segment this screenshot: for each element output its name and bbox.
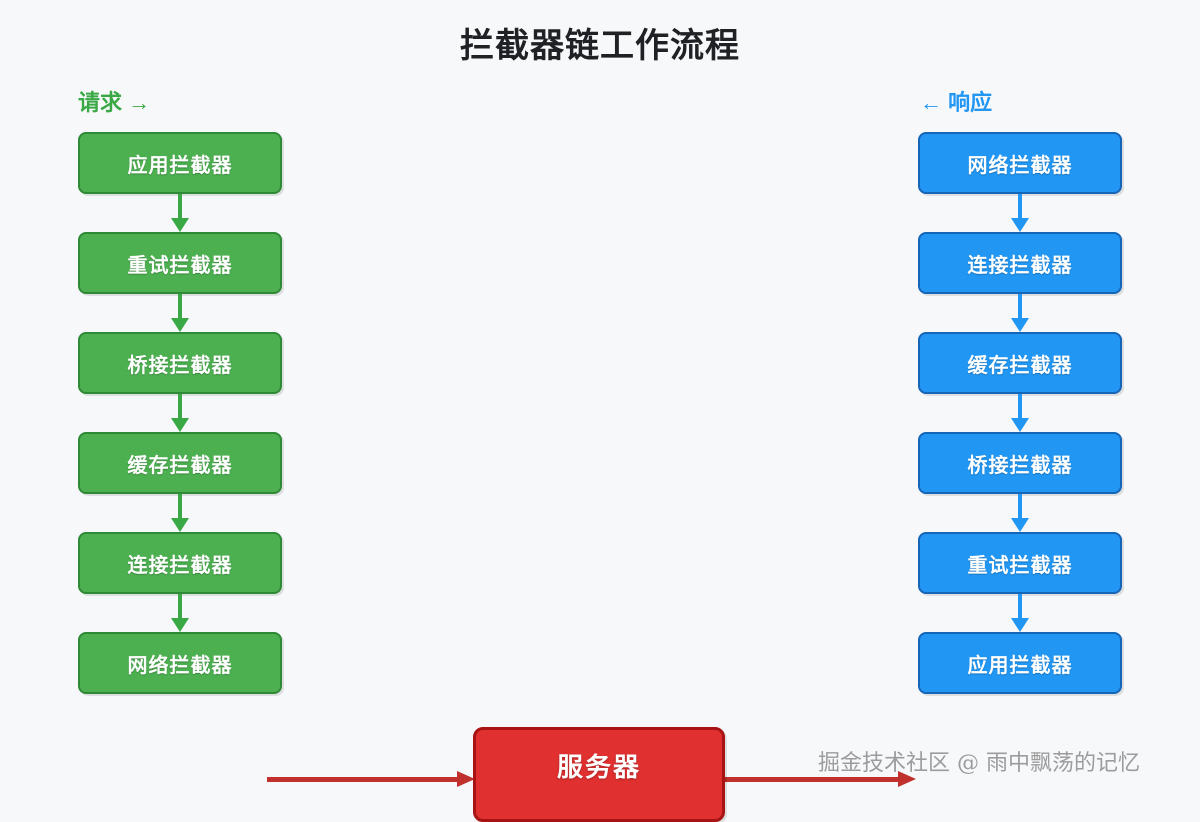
request-step-4[interactable]: 缓存拦截器 (78, 432, 282, 494)
request-connector-3 (171, 394, 189, 432)
response-step-5[interactable]: 重试拦截器 (918, 532, 1122, 594)
server-to-response-arrow (724, 771, 920, 787)
response-step-3[interactable]: 缓存拦截器 (918, 332, 1122, 394)
response-header-label: 响应 (948, 90, 993, 115)
response-column-header: ← 响应 (920, 85, 992, 117)
interceptor-chain-diagram: 拦截器链工作流程 请求 → ← 响应 应用拦截器 重试拦截器 桥接拦截器 缓存拦… (78, 27, 1140, 822)
request-connector-1 (171, 194, 189, 232)
request-step-3[interactable]: 桥接拦截器 (78, 332, 282, 394)
server-node[interactable]: 服务器 (473, 727, 725, 822)
response-connector-4 (1011, 494, 1029, 532)
response-connector-1 (1011, 194, 1029, 232)
request-header-label: 请求 (78, 90, 123, 115)
request-column-header: 请求 → (78, 85, 150, 117)
response-step-4[interactable]: 桥接拦截器 (918, 432, 1122, 494)
request-connector-5 (171, 594, 189, 632)
response-connector-2 (1011, 294, 1029, 332)
request-to-server-arrow (267, 771, 475, 787)
request-step-2[interactable]: 重试拦截器 (78, 232, 282, 294)
request-step-5[interactable]: 连接拦截器 (78, 532, 282, 594)
watermark: 掘金技术社区 @ 雨中飘荡的记忆 (818, 751, 1140, 776)
request-step-1[interactable]: 应用拦截器 (78, 132, 282, 194)
response-step-6[interactable]: 应用拦截器 (918, 632, 1122, 694)
response-connector-3 (1011, 394, 1029, 432)
arrow-right-icon: → (128, 90, 151, 115)
response-connector-5 (1011, 594, 1029, 632)
arrow-left-icon: ← (920, 90, 942, 115)
response-step-2[interactable]: 连接拦截器 (918, 232, 1122, 294)
response-step-1[interactable]: 网络拦截器 (918, 132, 1122, 194)
request-step-6[interactable]: 网络拦截器 (78, 632, 282, 694)
page-title: 拦截器链工作流程 (460, 27, 740, 65)
request-connector-4 (171, 494, 189, 532)
request-connector-2 (171, 294, 189, 332)
